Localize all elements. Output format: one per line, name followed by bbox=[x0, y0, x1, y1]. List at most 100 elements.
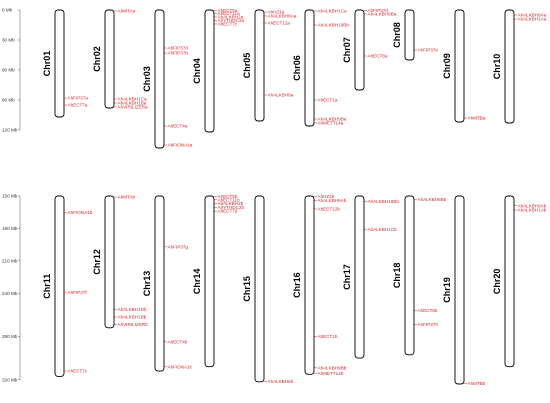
axis-tick-label: 320 Mb bbox=[2, 377, 18, 382]
gene-label: AhFIP37d bbox=[168, 46, 189, 51]
gene-label: AhFIP37f bbox=[68, 290, 88, 295]
chromosome-label: Chr19 bbox=[442, 277, 452, 303]
chromosome-label: Chr14 bbox=[192, 269, 202, 295]
chromosome-label: Chr03 bbox=[142, 66, 152, 92]
gene-label: AhECT5a bbox=[218, 8, 238, 13]
axis-tick-label: 120 Mb bbox=[2, 128, 18, 133]
gene-label: AhMETTL4b bbox=[318, 371, 344, 376]
gene-label: AhMTBb bbox=[468, 381, 486, 386]
gene-label: AhFIP37g bbox=[168, 244, 189, 249]
gene-label: AhALKBH6a bbox=[268, 93, 294, 98]
gene-label: AhALKBH1Ca bbox=[318, 9, 348, 14]
gene-label: AhALKBH10Bb bbox=[318, 23, 350, 28]
axis-tick-label: 30 Mb bbox=[2, 38, 15, 43]
chromosome-label: Chr17 bbox=[342, 264, 352, 290]
gene-label: AhFIP37b bbox=[168, 51, 189, 56]
gene-label: AhALKBH8Ba bbox=[368, 12, 397, 17]
axis-tick-label: 0 Mb bbox=[2, 8, 13, 13]
gene-label: AhALKBH1Cb bbox=[368, 227, 398, 232]
axis-tick-label: 60 Mb bbox=[2, 68, 15, 73]
chromosome-label: Chr12 bbox=[92, 249, 102, 275]
chromosome-body bbox=[504, 195, 515, 368]
gene-label: AhECT7a bbox=[68, 103, 88, 108]
chromosome-label: Chr01 bbox=[42, 51, 52, 77]
chromosome-label: Chr05 bbox=[242, 53, 252, 79]
chromosome-body bbox=[454, 9, 465, 123]
chromosome-chr12: Chr12AhMTAbAhALKBH1DbAhALKBH1BbAhVIRILIZ… bbox=[92, 195, 148, 329]
gene-label: AhHZ1a bbox=[268, 10, 285, 15]
chromosome-body bbox=[354, 195, 365, 359]
gene-label: AhALKBH6b bbox=[268, 379, 294, 384]
gene-label: AhALKBH1Ca bbox=[118, 97, 148, 102]
chromosome-body bbox=[254, 9, 265, 122]
gene-label: AhECT1b bbox=[318, 334, 338, 339]
chromosome-label: Chr09 bbox=[442, 53, 452, 79]
gene-label: AhALKBH8Bb bbox=[418, 197, 447, 202]
gene-label: AhALKBH1Ba bbox=[118, 101, 147, 106]
axis-tick-label: 180 Mb bbox=[2, 226, 18, 231]
gene-label: AhECT8a bbox=[368, 54, 388, 59]
gene-label: AhECT12b bbox=[318, 207, 341, 212]
gene-label: AhALKBH9Ab bbox=[518, 203, 547, 208]
chromosome-chr14: Chr14 AhECT5bAhECT11bAhALKBH2bAhYTHDC2bAh… bbox=[192, 194, 245, 368]
gene-label: AhECT7d bbox=[218, 209, 238, 214]
gene-label: AhALKBH10Bb bbox=[368, 199, 400, 204]
chromosome-body bbox=[504, 9, 515, 124]
chromosome-chr16: Chr16AhHZ1bAhALKBH8AbAhECT12bAhECT1bAhAL… bbox=[292, 194, 347, 376]
chromosome-body bbox=[154, 9, 165, 149]
chromosome-body bbox=[104, 195, 115, 329]
gene-label: AhALKBH1Aa bbox=[518, 17, 547, 22]
gene-label: AhMTAa bbox=[118, 9, 136, 14]
gene-label: AhFIP37d bbox=[368, 8, 389, 13]
gene-label: AhECT4a bbox=[168, 124, 188, 129]
chromosome-chr06: Chr06AhALKBH1CaAhALKBH10BbAhECT1aAhALKBH… bbox=[292, 9, 350, 127]
gene-label: AhECT8b bbox=[418, 308, 438, 313]
gene-label: AhALKBH9Ba bbox=[318, 117, 347, 122]
gene-label: AhMETTL4a bbox=[318, 121, 344, 126]
gene-label: AhALKBH8Aa bbox=[268, 14, 297, 19]
chromosome-label: Chr15 bbox=[242, 276, 252, 302]
chromosome-chr04: Chr04AhECT5aAhECT11aAhALKBH2aAhYTHDC2aAh… bbox=[192, 8, 245, 133]
axis-tick-label: 240 Mb bbox=[2, 291, 18, 296]
chromosome-body bbox=[54, 195, 65, 377]
axis-tick-label: 90 Mb bbox=[2, 98, 15, 103]
gene-label: AhALKBH9Bb bbox=[318, 365, 347, 370]
chromosome-label: Chr18 bbox=[392, 263, 402, 289]
gene-label: AhALKBH2b bbox=[218, 201, 244, 206]
gene-label: AhALKBH1Ab bbox=[518, 208, 547, 213]
gene-label: AhYTHDC2b bbox=[218, 205, 245, 210]
chromosome-body bbox=[104, 9, 115, 109]
chromosome-body bbox=[204, 195, 215, 368]
gene-label: AhYTHDC2a bbox=[218, 18, 245, 23]
gene-label: AhECT7c bbox=[218, 22, 238, 27]
chromosome-label: Chr04 bbox=[192, 58, 202, 84]
gene-label: AhFIP37a bbox=[68, 96, 89, 101]
chromosome-body bbox=[304, 9, 315, 127]
gene-label: AhECT11b bbox=[218, 197, 241, 202]
gene-label: AhMTBa bbox=[468, 116, 486, 121]
chromosome-body bbox=[354, 9, 365, 91]
chromosome-body bbox=[54, 9, 65, 118]
gene-label: AhECT7c bbox=[68, 369, 88, 374]
gene-label: AhECT12a bbox=[268, 21, 291, 26]
chromosome-label: Chr06 bbox=[292, 55, 302, 81]
chromosome-chr02: Chr02AhMTAaAhALKBH1CaAhALKBH1BaAhVIRILIZ… bbox=[92, 9, 148, 110]
axis-tick-label: 150 Mb bbox=[2, 194, 18, 199]
gene-label: AhFIONA1b bbox=[68, 210, 93, 215]
chromosome-label: Chr10 bbox=[492, 54, 502, 80]
chromosome-label: Chr13 bbox=[142, 271, 152, 297]
chromosome-body bbox=[304, 195, 315, 375]
chromosome-label: Chr02 bbox=[92, 46, 102, 72]
gene-label: AhECT5b bbox=[218, 194, 238, 199]
gene-label: AhFIP37h bbox=[418, 322, 439, 327]
